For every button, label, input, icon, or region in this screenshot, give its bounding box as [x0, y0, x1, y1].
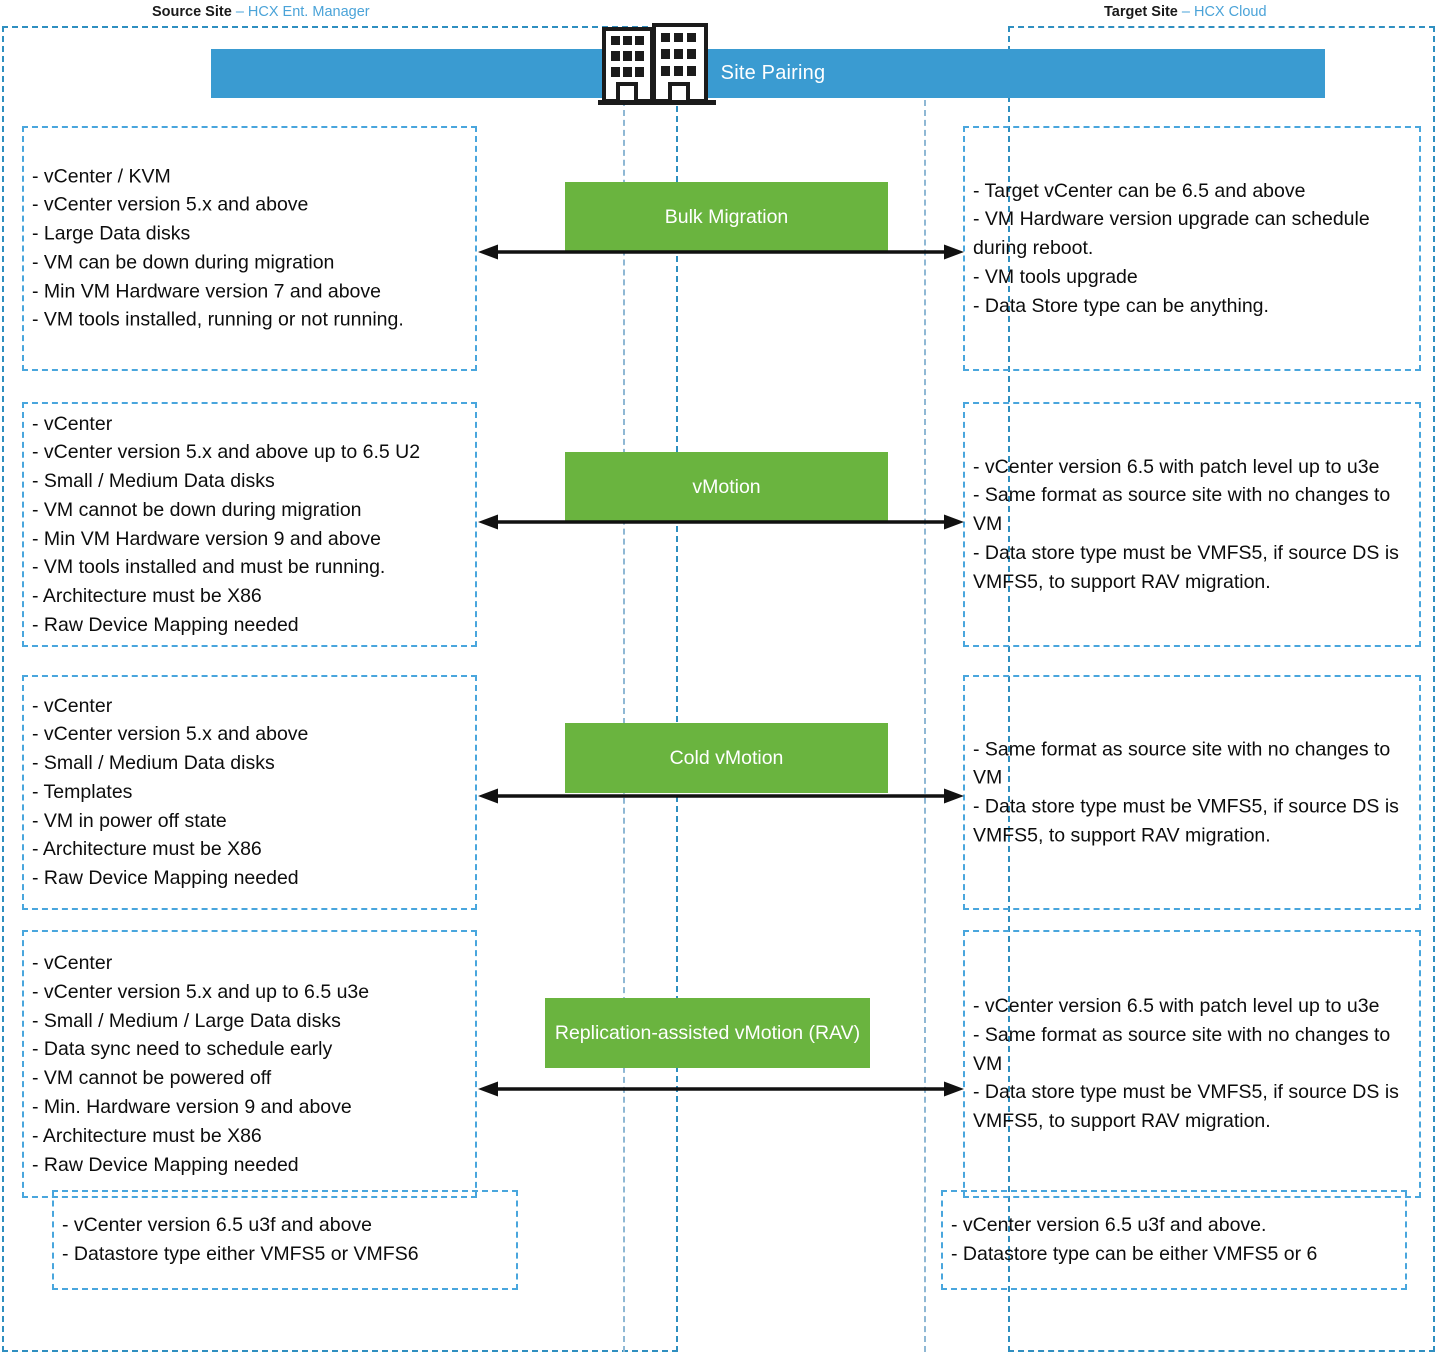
requirement-item: - Same format as source site with no cha…	[973, 484, 1391, 536]
migration-type-label: Bulk Migration	[664, 206, 789, 228]
target-requirements-list-4: - vCenter version 6.5 with patch level u…	[973, 992, 1417, 1136]
buildings-icon	[598, 23, 716, 105]
requirement-item: - VM can be down during migration	[32, 251, 335, 274]
requirement-item: - vCenter version 6.5 with patch level u…	[973, 455, 1380, 478]
target-lifeline	[924, 100, 926, 1352]
requirement-item: - VM in power off state	[32, 809, 227, 832]
requirement-item: - Min VM Hardware version 7 and above	[32, 280, 381, 303]
requirement-item: - VM tools installed and must be running…	[32, 556, 386, 579]
requirement-item: - vCenter version 5.x and above	[32, 193, 309, 216]
migration-type-box-vmotion[interactable]: vMotion	[565, 452, 888, 522]
requirement-item: - VM cannot be powered off	[32, 1067, 272, 1089]
source-requirements-box-1: - vCenter / KVM - vCenter version 5.x an…	[22, 126, 477, 371]
migration-arrow-4	[478, 1081, 964, 1097]
requirement-item: - Raw Device Mapping needed	[32, 613, 299, 636]
source-requirements-box-3: - vCenter - vCenter version 5.x and abov…	[22, 675, 477, 910]
source-requirements-box-4: - vCenter - vCenter version 5.x and up t…	[22, 930, 477, 1198]
migration-type-label: Replication-assisted vMotion (RAV)	[554, 1022, 861, 1044]
requirement-item: - Architecture must be X86	[32, 1124, 262, 1147]
source-requirements-list-3: - vCenter - vCenter version 5.x and abov…	[32, 692, 473, 894]
migration-arrow-2	[478, 514, 964, 530]
migration-type-label: vMotion	[692, 476, 761, 498]
site-pairing-banner: Site Pairing	[211, 49, 1325, 98]
target-site-label-accent: – HCX Cloud	[1181, 4, 1267, 20]
requirement-item: - Data store type must be VMFS5, if sour…	[973, 795, 1399, 847]
source-note-list: - vCenter version 6.5 u3f and above - Da…	[62, 1211, 514, 1269]
requirement-item: - Data sync need to schedule early	[32, 1038, 333, 1061]
requirement-item: - Small / Medium / Large Data disks	[32, 1009, 341, 1032]
requirement-item: - vCenter version 5.x and up to 6.5 u3e	[32, 980, 370, 1003]
site-pairing-title: Site Pairing	[720, 62, 826, 84]
note-item: - Datastore type either VMFS5 or VMFS6	[62, 1243, 419, 1265]
requirement-item: - Raw Device Mapping needed	[32, 867, 299, 890]
target-requirements-box-3: - Same format as source site with no cha…	[963, 675, 1421, 910]
requirement-item: - VM Hardware version upgrade can schedu…	[973, 208, 1370, 260]
target-requirements-list-3: - Same format as source site with no cha…	[973, 735, 1417, 850]
source-site-column	[2, 26, 678, 1352]
requirement-item: - Small / Medium Data disks	[32, 469, 275, 492]
note-item: - Datastore type can be either VMFS5 or …	[951, 1243, 1318, 1265]
source-requirements-list-4: - vCenter - vCenter version 5.x and up t…	[32, 949, 473, 1179]
requirement-item: - vCenter	[32, 951, 113, 974]
requirement-item: - Templates	[32, 781, 133, 804]
requirement-item: - Data store type must be VMFS5, if sour…	[973, 1081, 1399, 1133]
source-requirements-list-1: - vCenter / KVM - vCenter version 5.x an…	[32, 162, 473, 335]
requirement-item: - Data Store type can be anything.	[973, 294, 1269, 317]
requirement-item: - VM tools upgrade	[973, 265, 1138, 288]
requirement-item: - vCenter version 5.x and above up to 6.…	[32, 441, 421, 464]
target-site-label-bold: Target Site	[1104, 4, 1182, 20]
migration-type-box-rav[interactable]: Replication-assisted vMotion (RAV)	[545, 998, 870, 1068]
requirement-item: - vCenter version 5.x and above	[32, 723, 309, 746]
target-note-box: - vCenter version 6.5 u3f and above. - D…	[941, 1190, 1407, 1290]
migration-type-box-cold-vmotion[interactable]: Cold vMotion	[565, 723, 888, 793]
requirement-item: - VM cannot be down during migration	[32, 498, 362, 521]
requirement-item: - Small / Medium Data disks	[32, 752, 275, 775]
source-site-label-accent: – HCX Ent. Manager	[235, 4, 370, 20]
migration-arrow-3	[478, 788, 964, 804]
target-requirements-list-1: - Target vCenter can be 6.5 and above - …	[973, 177, 1417, 321]
target-site-column	[1008, 26, 1435, 1352]
target-note-list: - vCenter version 6.5 u3f and above. - D…	[951, 1211, 1403, 1269]
source-site-label-bold: Source Site	[152, 4, 236, 20]
target-site-label: Target Site – HCX Cloud	[1104, 4, 1267, 20]
source-requirements-list-2: - vCenter - vCenter version 5.x and abov…	[32, 409, 473, 639]
target-requirements-box-4: - vCenter version 6.5 with patch level u…	[963, 930, 1421, 1198]
requirement-item: - Min VM Hardware version 9 and above	[32, 527, 381, 550]
migration-arrow-1	[478, 244, 964, 260]
requirement-item: - Architecture must be X86	[32, 585, 262, 608]
requirement-item: - Data store type must be VMFS5, if sour…	[973, 541, 1399, 593]
requirement-item: - Large Data disks	[32, 222, 191, 245]
requirement-item: - Min. Hardware version 9 and above	[32, 1095, 352, 1118]
requirement-item: - vCenter version 6.5 with patch level u…	[973, 995, 1380, 1018]
migration-type-label: Cold vMotion	[669, 747, 784, 769]
migration-type-box-bulk-migration[interactable]: Bulk Migration	[565, 182, 888, 252]
target-requirements-box-2: - vCenter version 6.5 with patch level u…	[963, 402, 1421, 647]
requirement-item: - VM tools installed, running or not run…	[32, 309, 404, 332]
target-requirements-box-1: - Target vCenter can be 6.5 and above - …	[963, 126, 1421, 371]
requirement-item: - vCenter	[32, 412, 113, 435]
requirement-item: - Architecture must be X86	[32, 838, 262, 861]
requirement-item: - Raw Device Mapping needed	[32, 1153, 299, 1176]
requirement-item: - Same format as source site with no cha…	[973, 1023, 1391, 1075]
source-note-box: - vCenter version 6.5 u3f and above - Da…	[52, 1190, 518, 1290]
source-site-label: Source Site – HCX Ent. Manager	[152, 4, 370, 20]
requirement-item: - vCenter	[32, 694, 113, 717]
source-requirements-box-2: - vCenter - vCenter version 5.x and abov…	[22, 402, 477, 647]
requirement-item: - vCenter / KVM	[32, 165, 171, 188]
note-item: - vCenter version 6.5 u3f and above	[62, 1214, 373, 1237]
target-requirements-list-2: - vCenter version 6.5 with patch level u…	[973, 453, 1417, 597]
note-item: - vCenter version 6.5 u3f and above.	[951, 1214, 1267, 1237]
requirement-item: - Target vCenter can be 6.5 and above	[973, 179, 1306, 202]
requirement-item: - Same format as source site with no cha…	[973, 737, 1391, 789]
